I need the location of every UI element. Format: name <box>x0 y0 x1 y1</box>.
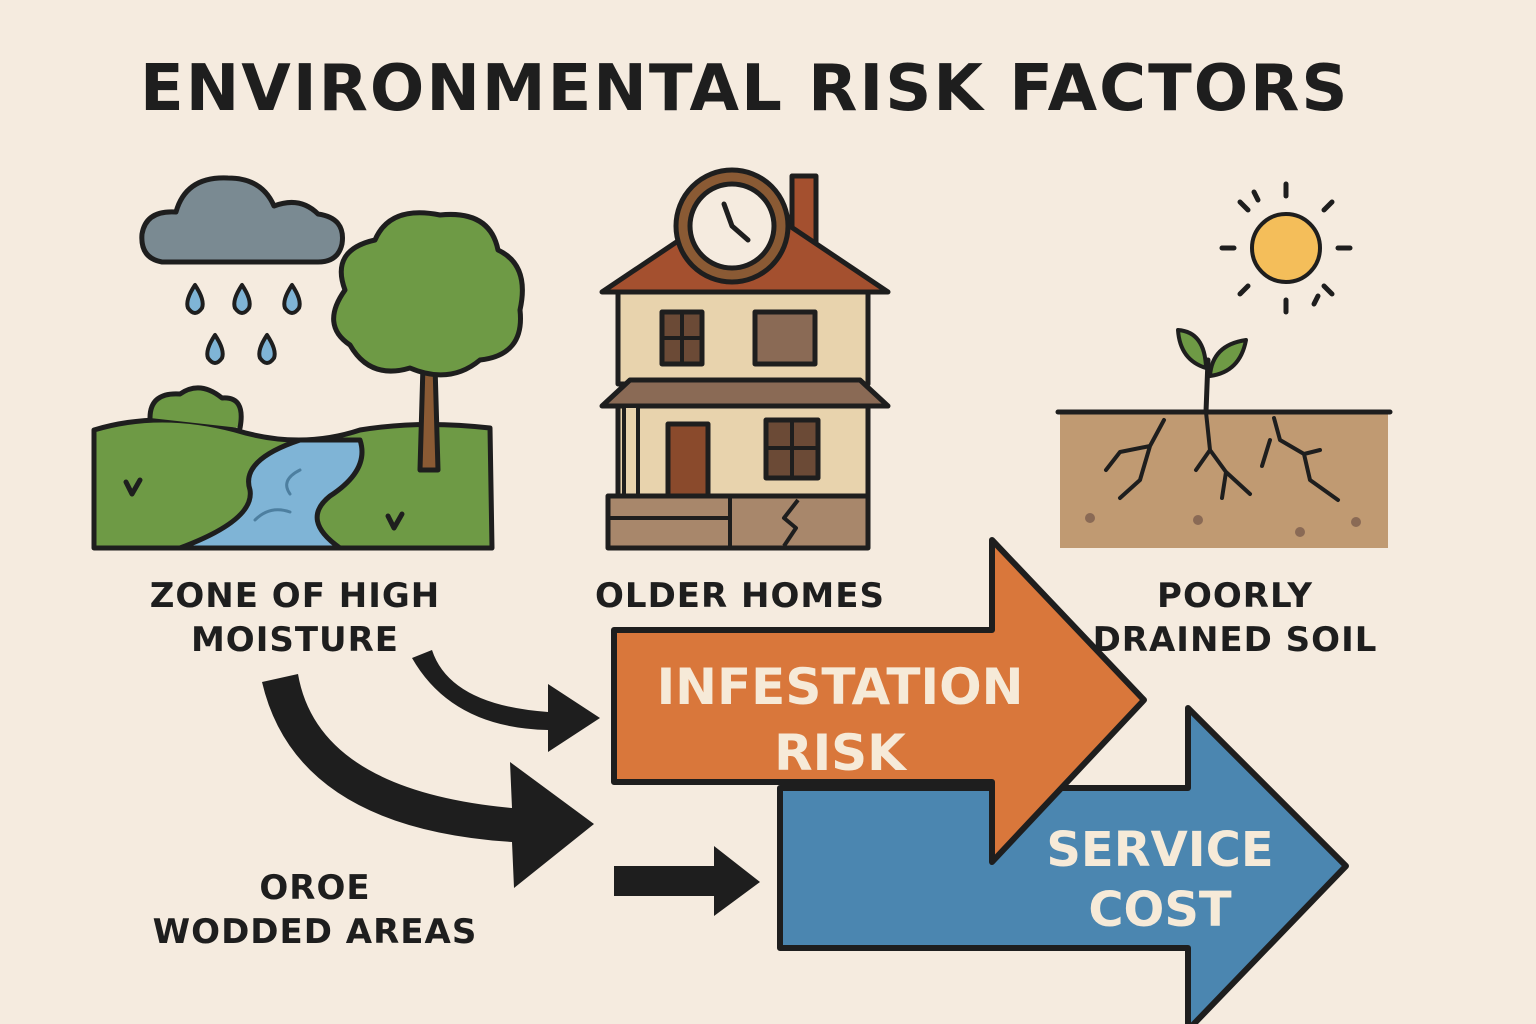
factor-label-soil-line-1: POORLY <box>1080 574 1390 618</box>
factor-label-wooded-line-1: OROE <box>140 866 490 910</box>
infestation-risk-label-line-1: INFESTATION <box>630 654 1050 720</box>
connector-arrow-large <box>262 674 594 888</box>
service-cost-label-line-1: SERVICE <box>1030 820 1290 880</box>
infestation-risk-label: INFESTATION RISK <box>630 654 1050 786</box>
river-landscape-icon <box>94 178 522 548</box>
service-cost-label-line-2: COST <box>1030 880 1290 940</box>
connector-arrow-moisture-infestation <box>412 650 600 752</box>
factor-label-moisture-line-1: ZONE OF HIGH <box>130 574 460 618</box>
factor-label-wooded-line-2: WODDED AREAS <box>140 910 490 954</box>
factor-label-wooded: OROE WODDED AREAS <box>140 866 490 954</box>
factor-label-soil-line-2: DRAINED SOIL <box>1080 618 1390 662</box>
factor-label-older-homes: OLDER HOMES <box>570 574 910 618</box>
old-house-icon <box>602 170 888 548</box>
factor-label-older-homes-line-1: OLDER HOMES <box>570 574 910 618</box>
infestation-risk-label-line-2: RISK <box>630 720 1050 786</box>
factor-label-moisture: ZONE OF HIGH MOISTURE <box>130 574 460 662</box>
factor-label-moisture-line-2: MOISTURE <box>130 618 460 662</box>
factor-label-soil: POORLY DRAINED SOIL <box>1080 574 1390 662</box>
dry-soil-sprout-icon <box>1058 184 1390 548</box>
service-cost-label: SERVICE COST <box>1030 820 1290 940</box>
connector-arrow-wooded-service <box>614 846 760 916</box>
